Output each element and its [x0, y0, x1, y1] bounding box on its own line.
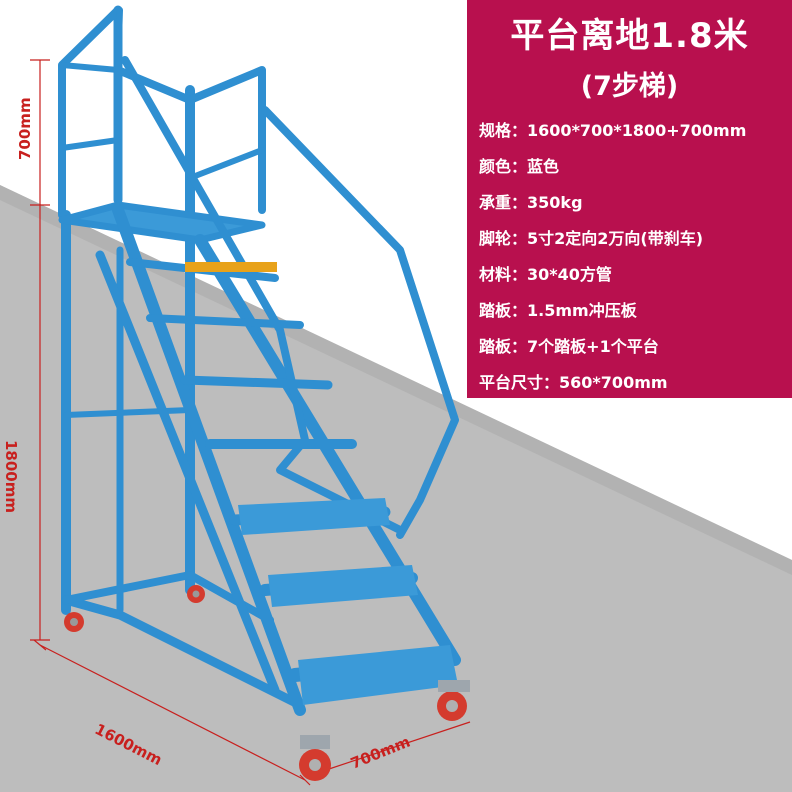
spec-value: 5寸2定向2万向(带刹车): [527, 229, 704, 248]
spec-value: 350kg: [527, 193, 583, 212]
ladder-frame: [58, 5, 461, 716]
spec-key: 踏板: [479, 337, 512, 356]
spec-row: 平台尺寸：560*700mm: [479, 369, 668, 393]
spec-key: 脚轮: [479, 229, 512, 248]
spec-row: 脚轮：5寸2定向2万向(带刹车): [479, 225, 703, 249]
spec-row: 踏板：1.5mm冲压板: [479, 297, 637, 321]
spec-key: 颜色: [479, 157, 512, 176]
spec-separator: ：: [511, 301, 528, 320]
panel-subtitle: (7步梯): [580, 71, 679, 102]
dimension-height-top: 700mm: [16, 97, 34, 160]
spec-panel: 平台离地1.8米 (7步梯) 规格：1600*700*1800+700mm 颜色…: [467, 0, 792, 398]
spec-separator: ：: [543, 373, 560, 392]
floor-edge: [0, 185, 792, 575]
spec-value: 7个踏板+1个平台: [527, 337, 659, 356]
spec-row: 踏板：7个踏板+1个平台: [479, 333, 659, 357]
floor-shadow: [0, 185, 792, 792]
spec-separator: ：: [511, 337, 528, 356]
dimension-height-main: 1800mm: [2, 440, 20, 514]
spec-value: 1600*700*1800+700mm: [527, 121, 747, 140]
spec-separator: ：: [511, 229, 528, 248]
spec-row: 颜色：蓝色: [479, 153, 559, 177]
spec-value: 560*700mm: [559, 373, 668, 392]
spec-separator: ：: [511, 121, 528, 140]
dimension-lines: [30, 59, 471, 786]
spec-key: 材料: [479, 265, 512, 284]
spec-value: 30*40方管: [527, 265, 612, 284]
step-treads: [238, 498, 458, 705]
caster-wheels: [64, 585, 470, 781]
spec-key: 平台尺寸: [479, 373, 544, 392]
spec-key: 踏板: [479, 301, 512, 320]
panel-title: 平台离地1.8米: [510, 16, 749, 56]
spec-separator: ：: [511, 265, 528, 284]
spec-row: 材料：30*40方管: [479, 261, 612, 285]
spec-separator: ：: [511, 193, 528, 212]
warning-label: [185, 262, 277, 272]
spec-separator: ：: [511, 157, 528, 176]
spec-value: 蓝色: [527, 157, 560, 176]
spec-row: 规格：1600*700*1800+700mm: [479, 117, 746, 141]
spec-row: 承重：350kg: [479, 189, 583, 213]
spec-value: 1.5mm冲压板: [527, 301, 637, 320]
spec-key: 承重: [479, 193, 512, 212]
spec-key: 规格: [479, 121, 512, 140]
